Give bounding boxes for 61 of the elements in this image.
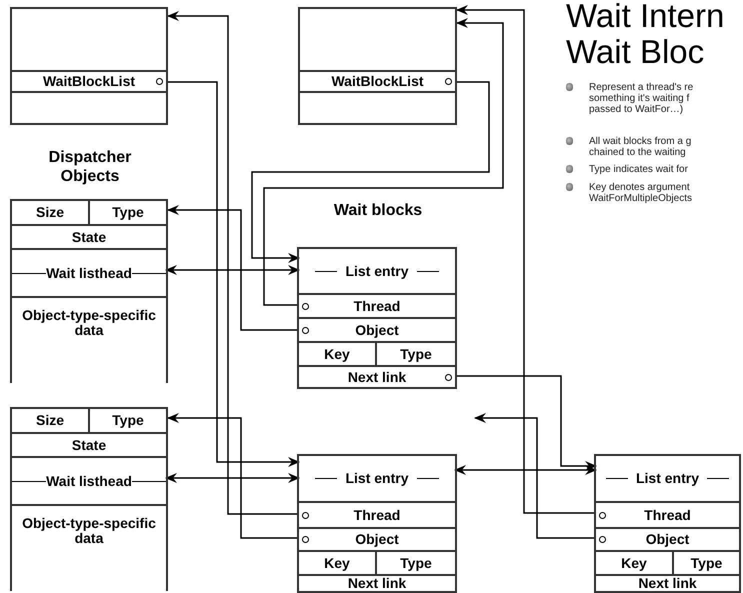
connector-arrow: [165, 265, 300, 275]
record-field: Type: [90, 409, 166, 432]
field-label: Thread: [644, 508, 691, 522]
connector-arrow: [454, 465, 597, 475]
record-field: State: [12, 432, 166, 456]
record-field: Next link: [299, 574, 455, 591]
field-label: Object: [355, 532, 399, 547]
record-field: Type: [674, 550, 739, 574]
connector-arrow: [456, 5, 596, 514]
slide-title: Wait Intern Wait Bloc: [566, 0, 726, 70]
connector-arrow: [167, 413, 299, 539]
record-field: [12, 70, 166, 93]
record-field: [299, 317, 455, 341]
field-label: Next link: [348, 370, 406, 384]
record-field: Size: [12, 409, 90, 432]
record-field: State: [12, 224, 166, 248]
connector-arrow: [263, 18, 504, 306]
record-field: Type: [90, 201, 166, 224]
connector-arrow: [167, 11, 299, 515]
field-label: Wait listhead: [46, 474, 132, 488]
connector-arrow: [474, 413, 596, 539]
record-field: Object-type-specific data: [12, 296, 166, 383]
record-field: Object-type-specific data: [12, 504, 166, 591]
record-box: [297, 454, 457, 593]
field-label: Thread: [354, 508, 400, 522]
bullet-text: Key denotes argument WaitForMultipleObjects: [589, 182, 693, 204]
record-field: [300, 70, 455, 93]
section-heading: Wait blocks: [332, 201, 424, 220]
field-label: Object: [355, 322, 399, 338]
section-heading: Dispatcher Objects: [48, 148, 132, 186]
record-field: Type: [377, 341, 455, 365]
field-label: List entry: [345, 471, 408, 486]
connector-arrow: [165, 473, 300, 483]
record-box: [10, 7, 168, 125]
bullet-text: All wait blocks from a g chained to the waiting: [589, 136, 692, 158]
record-field: Next link: [596, 574, 739, 591]
record-field: Size: [12, 201, 90, 224]
connector-arrow: [166, 81, 300, 467]
connector-arrow: [455, 375, 597, 471]
field-label: WaitBlockList: [331, 74, 424, 89]
field-label: Wait listhead: [46, 266, 132, 280]
connector-arrow: [167, 205, 299, 331]
record-box: [298, 7, 457, 125]
field-label: List entry: [345, 264, 408, 278]
record-field: [299, 527, 455, 550]
record-field: Key: [299, 341, 377, 365]
field-label: Object: [646, 532, 690, 547]
record-field: Type: [377, 550, 455, 574]
record-box: [594, 454, 741, 593]
record-field: Key: [596, 550, 674, 574]
bullet-text: Type indicates wait for: [589, 164, 688, 175]
bullet-text: Represent a thread's re something it's waiting f passed to WaitFor…): [589, 82, 694, 115]
field-label: Thread: [354, 298, 400, 314]
connector-arrow: [251, 81, 490, 263]
record-box: [10, 199, 168, 383]
record-field: Key: [299, 550, 377, 574]
record-field: [596, 527, 739, 550]
record-box: [10, 407, 168, 591]
field-label: List entry: [636, 471, 699, 486]
record-box: [297, 247, 457, 389]
field-label: WaitBlockList: [42, 74, 136, 89]
